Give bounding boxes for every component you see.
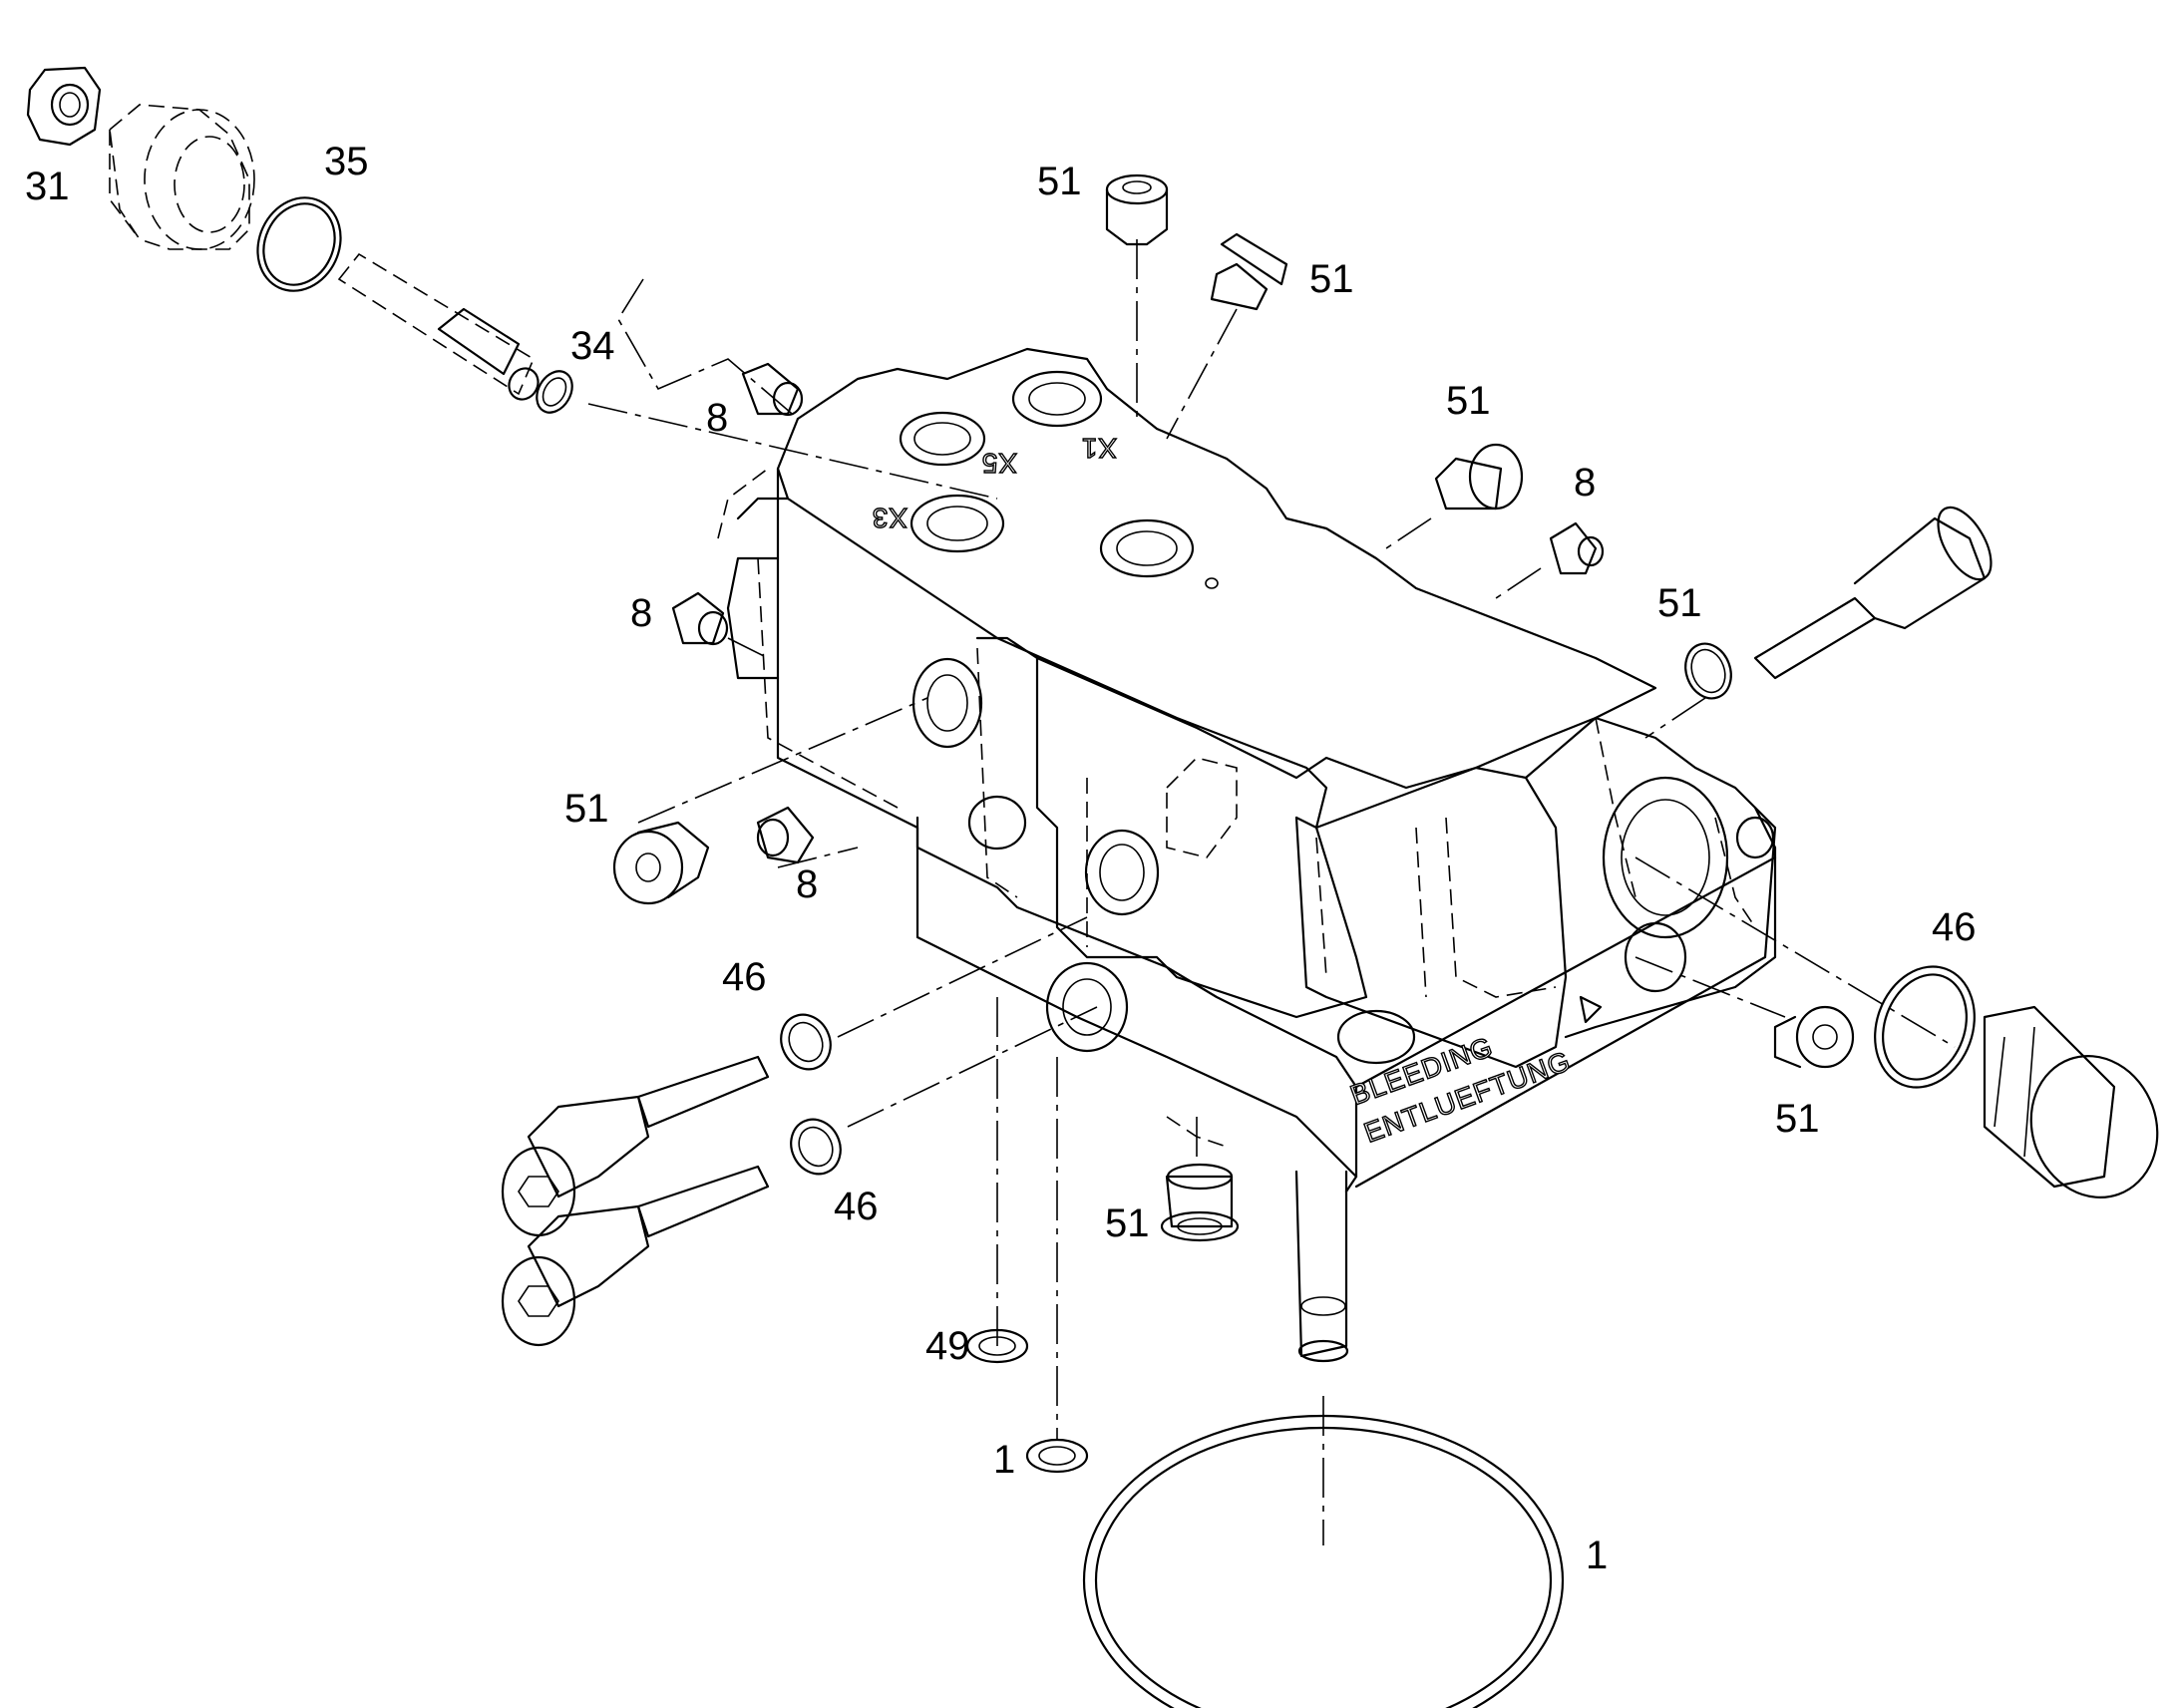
callout-1-lower: 1: [993, 1438, 1015, 1482]
part-8-plug-left: [671, 591, 729, 646]
part-49-plug: [1983, 1005, 2159, 1199]
part-51-plug-right-bottom: [1773, 1005, 1855, 1069]
callout-49: 46: [1932, 905, 1977, 949]
callout-8-right: 8: [1574, 461, 1596, 505]
port-label-x3: X3: [872, 503, 908, 533]
part-31-hex-nut: [26, 66, 102, 147]
part-1-ring-upper: [965, 1328, 1029, 1364]
part-1-large-o-ring: [1082, 1414, 1565, 1708]
callout-8-front: 8: [796, 862, 818, 906]
callout-35: 35: [324, 140, 369, 183]
callouts: 31 35 34 8 8 8 8 51 51 51 51 51 51 51 46…: [25, 140, 1977, 1577]
part-34-spool: [337, 252, 573, 414]
part-51-plug-left: [612, 821, 710, 905]
bottom-stub-pin: [1294, 1170, 1349, 1363]
port-label-x1: X1: [1081, 433, 1117, 464]
callout-8-left: 8: [630, 591, 652, 635]
callout-1-large: 1: [1586, 1534, 1608, 1577]
leader-lines: [587, 239, 1956, 1545]
part-46-ring-lower: [790, 1118, 842, 1176]
port-labels: X1 X5 X3: [871, 432, 1118, 533]
part-46-ring-right: [1684, 642, 1732, 700]
part-bolt-right: [1753, 506, 1993, 680]
part-35-ring: [256, 196, 342, 292]
port-label-x5: X5: [981, 448, 1017, 479]
callout-46-right: 51: [1657, 581, 1702, 625]
part-8-plug-top: [741, 362, 804, 417]
callout-8-top: 8: [706, 396, 728, 440]
part-bolt-left-lower: [501, 1165, 770, 1347]
callout-1-upper: 49: [925, 1324, 970, 1368]
part-51-plug-bottom: [1160, 1163, 1240, 1242]
part-49-ring: [1874, 965, 1976, 1089]
part-31-cap: [109, 104, 255, 250]
callout-34: 34: [570, 324, 615, 368]
callout-31: 31: [25, 165, 70, 208]
callout-46-lower: 46: [834, 1185, 879, 1228]
callout-51-top-right: 51: [1309, 257, 1354, 301]
callout-51-left: 51: [564, 787, 609, 831]
part-1-ring-lower: [1025, 1438, 1089, 1474]
part-46-ring-upper: [780, 1013, 832, 1071]
valve-body: [717, 347, 1777, 1194]
part-bolt-left-upper: [501, 1055, 770, 1237]
part-8-plug-front: [756, 806, 815, 864]
part-51-plug-top: [1105, 173, 1169, 246]
callout-51-bottom: 51: [1105, 1201, 1150, 1245]
callout-51-right-bottom: 51: [1775, 1097, 1820, 1141]
callout-46-upper: 46: [722, 955, 767, 999]
part-8-plug-right: [1549, 521, 1605, 575]
part-51-plug-right-top: [1434, 443, 1524, 511]
part-51-plug-top-right: [1210, 232, 1288, 311]
callout-51-top: 51: [1037, 160, 1082, 203]
callout-51-right-top: 51: [1446, 379, 1491, 423]
